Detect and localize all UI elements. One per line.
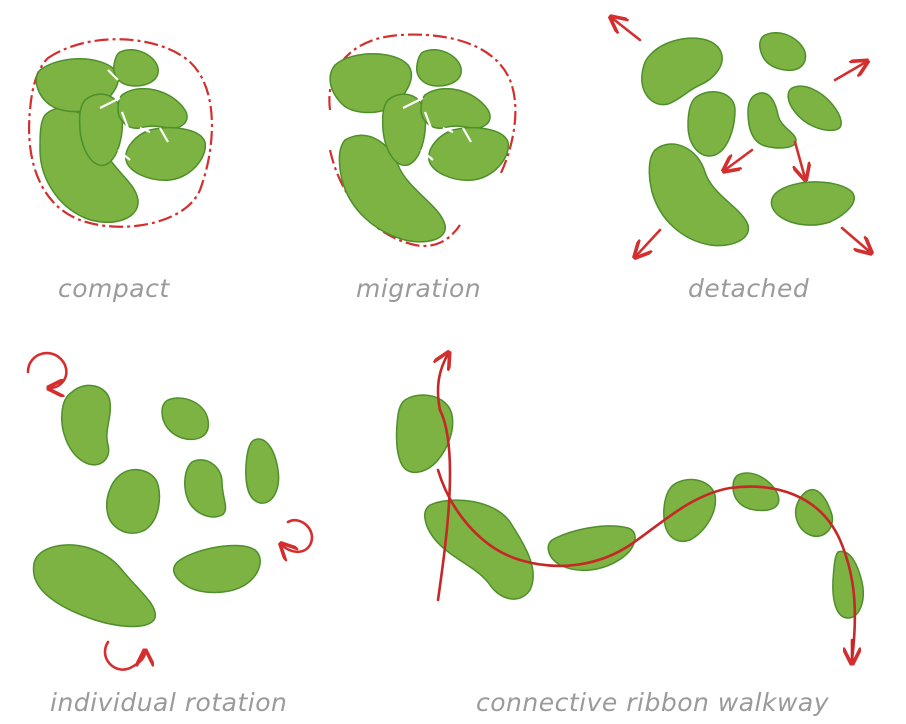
rotation-blob-midleft	[107, 470, 160, 534]
walkway-blob-mid1	[548, 526, 635, 570]
compact-blob-center	[118, 89, 187, 129]
detached-blob-right	[788, 86, 841, 130]
caption-detached: detached	[688, 274, 809, 303]
rotation-blob-topleft	[62, 385, 111, 464]
panel-compact	[29, 39, 212, 227]
caption-individual-rotation: individual rotation	[50, 688, 287, 717]
detached-blob-bottomright	[771, 182, 854, 225]
detached-arrow-topright	[835, 62, 866, 80]
detached-arrow-center	[725, 150, 752, 170]
rotation-arrow-bottom	[105, 642, 145, 670]
detached-arrow-down	[795, 142, 805, 178]
rotation-arrow-topleft	[28, 353, 66, 388]
panel-detached	[612, 18, 870, 256]
rotation-blob-right	[246, 439, 279, 503]
detached-blob-large	[649, 144, 748, 246]
compact-blob-top	[114, 50, 159, 86]
detached-blob-midleft	[688, 92, 735, 156]
detached-blob-topright	[760, 33, 806, 71]
walkway-blob-top	[397, 395, 453, 472]
rotation-arrow-right	[282, 520, 312, 552]
detached-arrow-topleft	[612, 18, 640, 40]
panel-connective-ribbon-walkway	[397, 354, 864, 662]
caption-migration: migration	[356, 274, 481, 303]
walkway-blob-mid2	[664, 480, 716, 542]
migration-blob-center	[421, 89, 490, 129]
panel-individual-rotation	[28, 353, 312, 670]
rotation-blob-bottom	[174, 545, 261, 592]
detached-arrow-bottomright	[842, 228, 870, 252]
rotation-blob-large	[33, 545, 155, 627]
rotation-blob-top	[162, 398, 208, 439]
rotation-blob-center	[185, 460, 226, 517]
walkway-blob-mid3	[733, 473, 779, 511]
panel-migration	[329, 35, 515, 246]
caption-compact: compact	[58, 274, 170, 303]
detached-arrow-bottomleft	[636, 230, 660, 256]
caption-connective-ribbon-walkway: connective ribbon walkway	[476, 688, 829, 717]
migration-blob-top	[417, 50, 462, 86]
